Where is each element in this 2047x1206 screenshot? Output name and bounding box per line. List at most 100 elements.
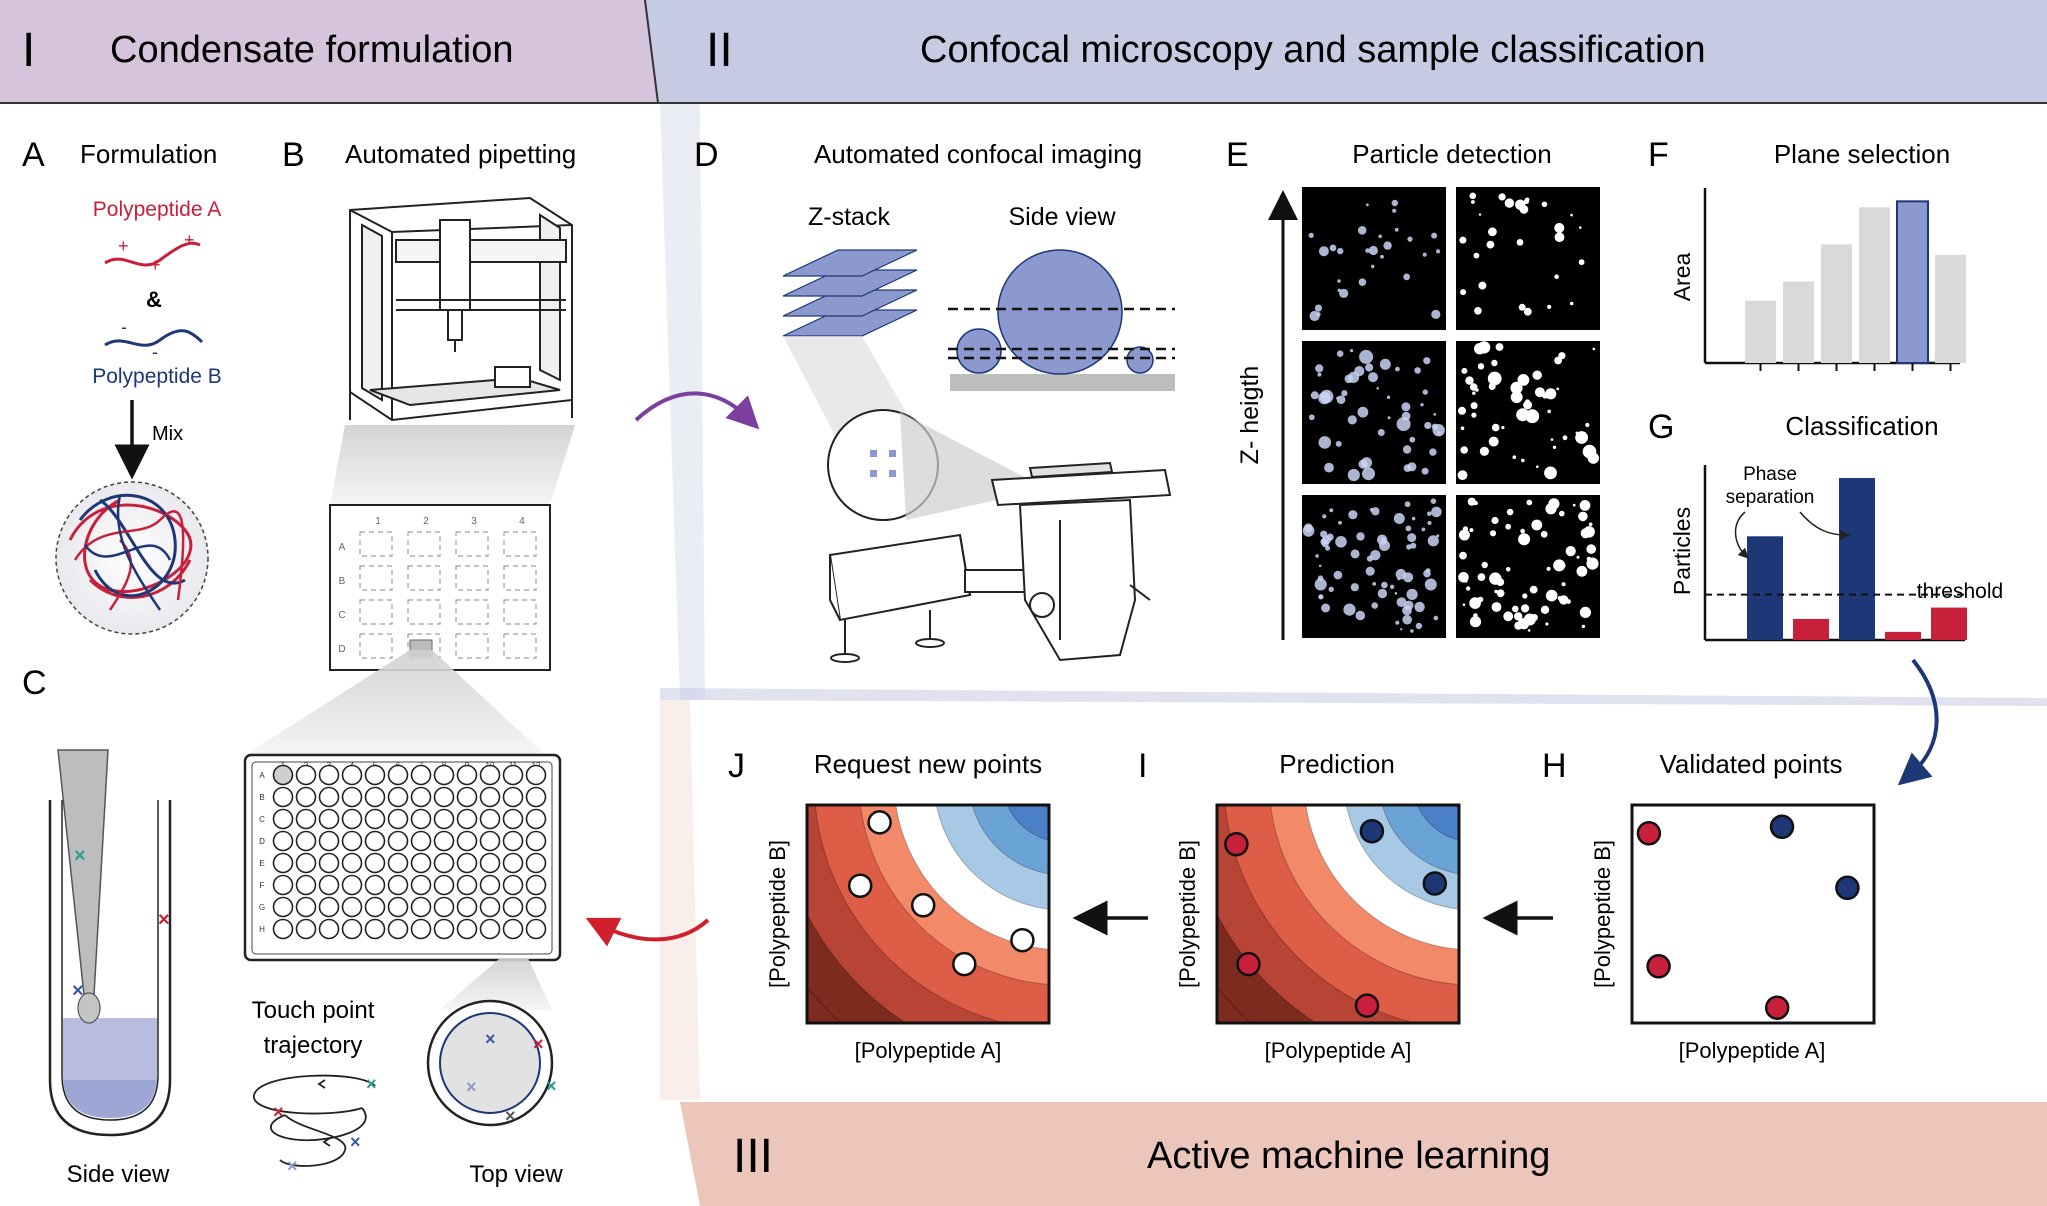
data-point [952,951,977,977]
particle [1396,597,1407,607]
particle [1585,422,1590,428]
particle [1478,213,1482,216]
plane-selection-chart [1703,188,1966,371]
particle [1431,506,1442,518]
particle [1489,530,1497,537]
particle [1336,350,1344,358]
well [525,852,547,874]
particle [1540,605,1550,614]
well-zoom-cone [440,958,552,1010]
particle [1387,416,1391,420]
panel-c-letter: C [22,664,47,702]
well [387,874,409,896]
banner-2-background [645,0,2047,103]
particle [1403,273,1411,281]
panel-i-title: Prediction [1279,749,1395,779]
panel-j-xlabel: [Polypeptide A] [855,1038,1002,1063]
panel-h-frame [1630,803,1876,1025]
particle [1582,444,1597,459]
data-point [1764,995,1790,1020]
well [479,874,501,896]
particle [1477,363,1485,370]
particle [1558,352,1566,360]
panel-h: H Validated points [Polypeptide B] [Poly… [1542,747,1876,1063]
deck-col-label: 1 [375,516,381,527]
ampersand: & [146,287,162,312]
well [387,918,409,940]
particle [1471,412,1477,418]
particle [1358,278,1367,287]
pipette-tip [57,749,109,996]
particle [1328,586,1334,592]
particle [1556,387,1560,391]
charge-minus-2: - [152,342,158,362]
particle [1404,501,1411,508]
particle [1457,470,1468,481]
prediction-points [1224,818,1448,1018]
particle [1586,557,1599,570]
trajectory-mark-lavender: × [287,1156,298,1176]
particle [1557,596,1563,601]
particle [1576,555,1580,559]
g-bar [1885,631,1921,640]
panel-a: A Formulation Polypeptide A + + + & - - … [22,136,222,635]
particle [1550,438,1554,441]
particle [1553,559,1566,572]
particle [1322,514,1327,519]
well [456,808,478,830]
well [387,830,409,852]
phase-annotation-line2: separation [1726,487,1815,508]
well [525,896,547,918]
particle [1546,566,1551,571]
particle [1525,536,1528,539]
particle [1465,376,1474,385]
pipetting-robot [349,196,573,422]
particle [1547,304,1552,309]
panel-f-ylabel: Area [1669,253,1695,302]
top-view-label: Top view [469,1161,563,1188]
panel-g-ylabel: Particles [1669,507,1695,595]
particle [1379,358,1391,370]
particle [1421,527,1426,532]
particle [1495,343,1504,351]
deck-row-label: C [338,610,345,621]
particle [1395,568,1407,580]
well-row-label: B [259,793,264,802]
well [456,786,478,808]
charge-plus-1: + [118,236,129,256]
particle [1561,582,1566,587]
zstack-label: Z-stack [808,203,890,231]
panel-e-letter: E [1226,136,1249,174]
particle [1318,564,1322,568]
g-bar [1931,607,1967,640]
particle [1531,519,1543,531]
particle [1436,534,1440,538]
well [456,764,478,786]
panel-f: F Plane selection Area [1648,136,1966,371]
deck-slot [455,633,489,659]
particle [1491,602,1502,612]
panel-f-title: Plane selection [1774,139,1950,169]
particle [1310,391,1319,400]
particle [1329,508,1334,513]
well [341,852,363,874]
particle [1579,500,1591,511]
panel-b-letter: B [282,136,305,174]
particle [1530,614,1538,621]
well [410,896,432,918]
particle [1536,465,1539,469]
particle [1491,359,1498,367]
data-point [1010,927,1035,953]
deck-row-label: D [338,644,345,655]
well [272,896,294,918]
well [502,830,524,852]
well [410,786,432,808]
particle [1579,606,1591,619]
particle [1427,520,1432,526]
particle [1339,288,1349,298]
g-bar [1839,477,1875,640]
particle [1338,520,1342,525]
well [318,852,340,874]
well [341,764,363,786]
panel-e-title: Particle detection [1352,139,1551,169]
